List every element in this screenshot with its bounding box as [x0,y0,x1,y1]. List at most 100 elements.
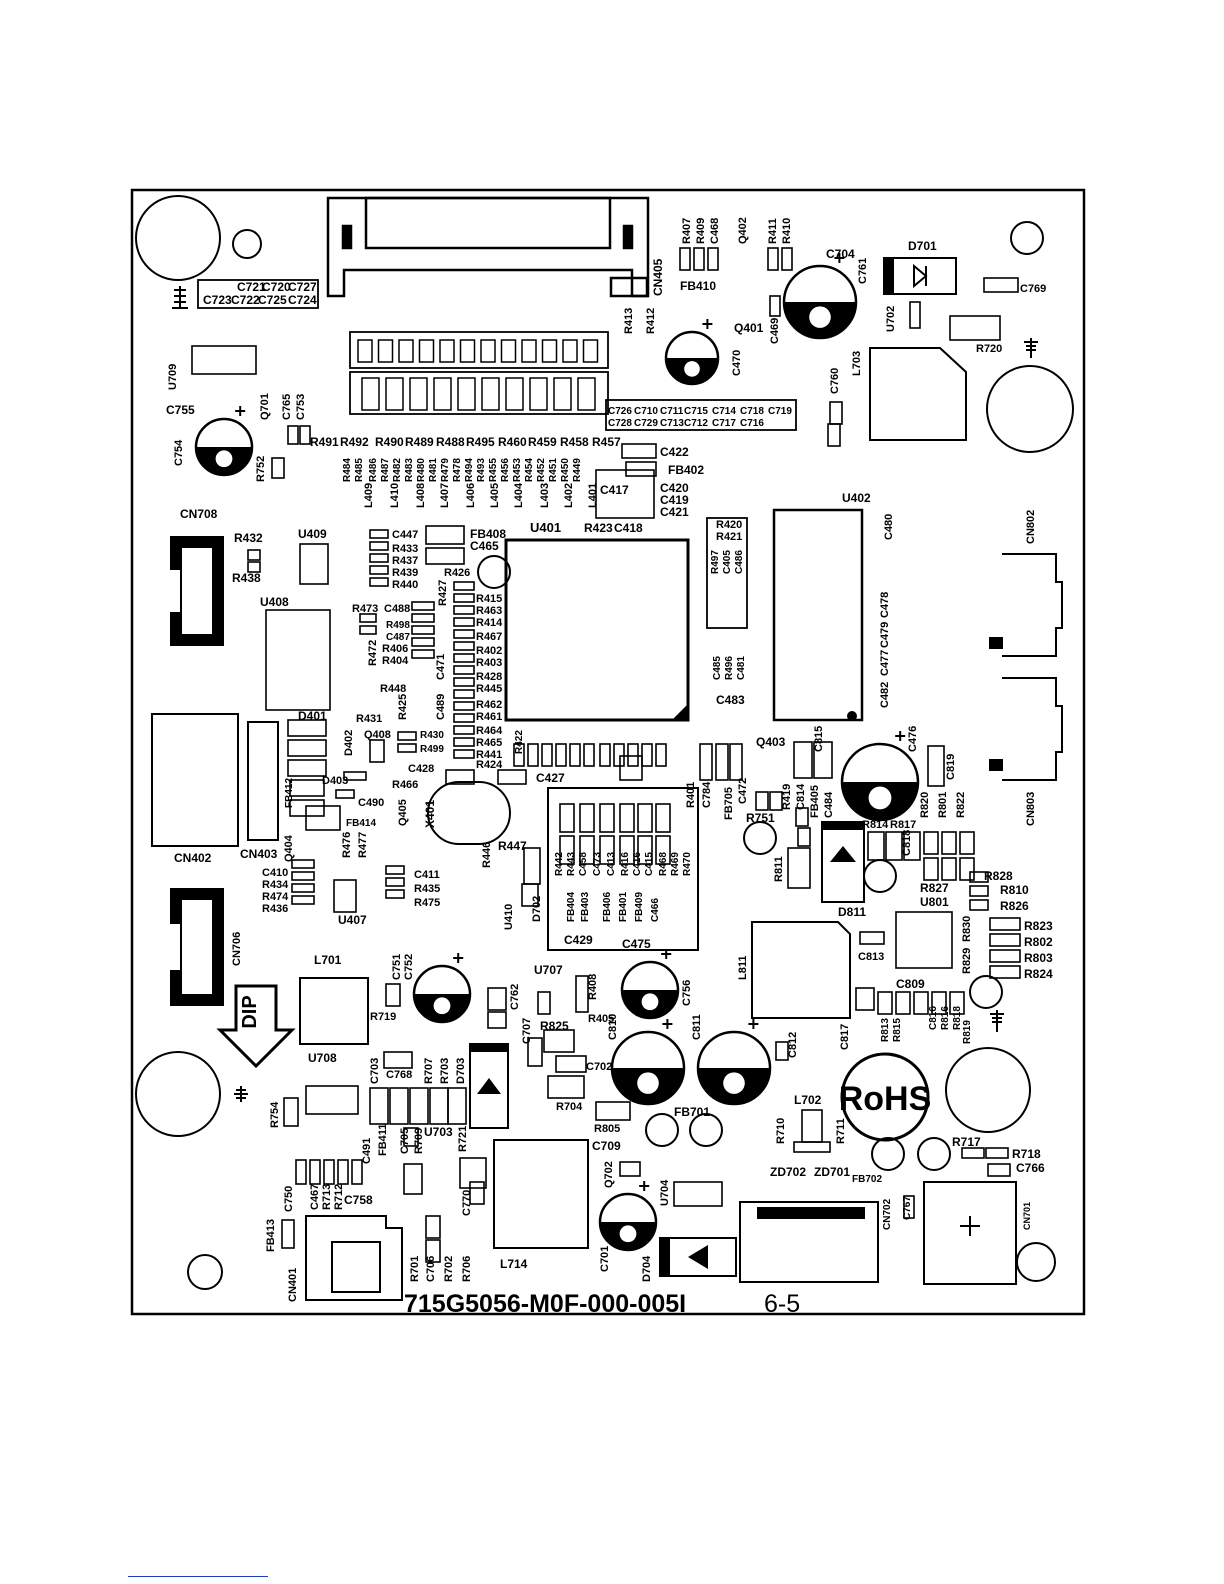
component-label: C756 [681,980,693,1006]
smd-component [985,1147,1009,1159]
component-label: R455 [488,458,499,482]
component-label: C703 [369,1058,381,1084]
smd-component [781,247,793,271]
component-label: C465 [470,539,499,553]
component-label: D703 [455,1058,467,1084]
smd-component [453,737,475,747]
smd-component [453,581,475,591]
component-label: R456 [500,458,511,482]
smd-component [359,625,377,635]
component-label: R713 [321,1184,333,1210]
component-label: C481 [736,656,747,680]
smd-component [291,883,315,893]
smd-component [425,1215,441,1239]
component-label: R470 [682,852,693,876]
component-label: R425 [397,694,409,720]
smd-component [445,769,475,785]
smd-component [369,553,389,563]
component-label: C705 [399,1128,411,1154]
component-label: C473 [592,852,603,876]
diode-d811 [821,821,865,903]
smd-component [941,857,957,881]
footer-rule [128,1576,268,1577]
component-label: L409 [363,483,375,508]
component-label: R448 [380,683,406,695]
component-label: C422 [660,445,689,459]
component-label: R422 [514,730,525,754]
component-label: C816 [928,1006,939,1030]
smd-component [385,865,405,875]
smd-component [453,629,475,639]
smd-component [895,911,953,969]
smd-pad [505,377,524,411]
smd-component [619,1161,641,1177]
component-label: Q404 [283,834,295,862]
component-label: C489 [435,694,447,720]
smd-component [287,759,327,777]
component-label: L410 [389,483,401,508]
smd-component [523,847,541,885]
smd-component [369,529,389,539]
component-label: Q701 [259,393,271,420]
inductors [299,347,967,1249]
smd-component [855,987,875,1011]
component-label: R818 [952,1006,963,1030]
smd-component [969,885,989,897]
smd-component [527,1037,543,1067]
component-label: C411 [414,869,440,881]
component-label: R751 [746,811,775,825]
component-label: R427 [437,580,449,606]
component-label: C405 [722,550,733,574]
component-label: C712 [684,418,708,429]
component-label: R495 [466,435,495,449]
smd-component [397,743,417,753]
smd-component [987,1163,1011,1177]
smd-component [795,807,809,827]
screw-icon [990,1010,1004,1032]
rohs-mark: RoHS [839,1080,932,1118]
smd-component [305,805,341,831]
smd-component [707,247,719,271]
component-label: L811 [737,956,749,980]
smd-component [555,743,567,767]
smd-component [583,743,595,767]
smd-component [425,1239,441,1263]
component-label: R489 [405,435,434,449]
smd-pad [500,339,517,363]
smd-component [343,771,367,781]
smd-component [335,789,355,799]
component-label: L404 [513,482,525,508]
electrolytic-capacitor [194,406,254,477]
smd-component [359,613,377,623]
component-label: U410 [503,904,515,930]
component-label: C721 [237,280,266,294]
component-label: C770 [461,1190,473,1216]
component-label: R416 [620,852,631,876]
component-label: C468 [709,218,721,244]
smd-pad [409,377,428,411]
connector-cn405 [326,196,650,298]
component-label: R805 [594,1123,620,1135]
smd-component [673,1181,723,1207]
component-label: R802 [1024,935,1053,949]
component-label: R406 [382,643,408,655]
smd-component [411,649,435,659]
inductor-l701 [299,977,369,1045]
component-label: U801 [920,895,949,909]
smd-component [903,831,921,861]
smd-component [989,965,1021,979]
mounting-hole-right [986,365,1074,453]
component-label: R430 [420,730,444,741]
component-label: D702 [531,896,543,922]
component-label: C706 [425,1256,437,1282]
component-label: U408 [260,595,289,609]
smd-component [579,835,595,865]
smd-pad [577,377,596,411]
smd-pad [439,339,455,363]
component-label: R465 [476,737,502,749]
via-top-right [1010,221,1044,255]
smd-component [867,831,885,861]
smd-component [289,779,325,797]
component-label: R820 [919,792,931,818]
smd-component [513,743,525,767]
